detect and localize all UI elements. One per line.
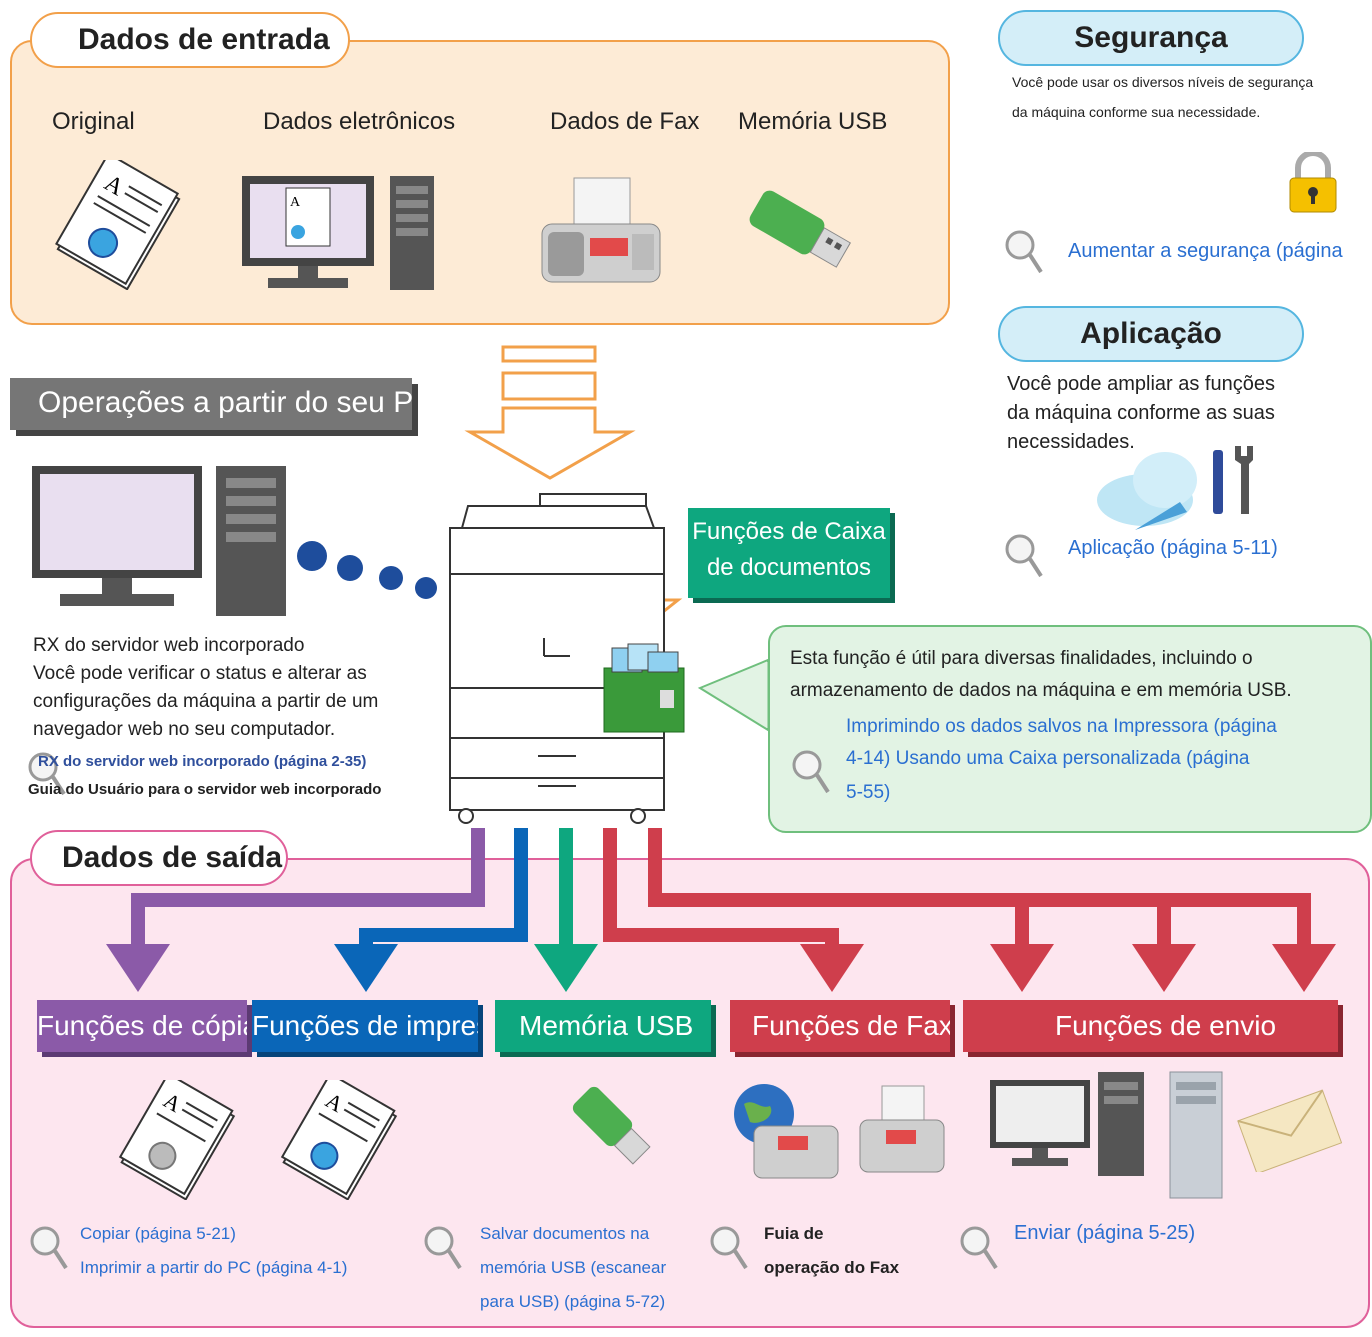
copy-functions-label: Funções de cópia (37, 1000, 247, 1052)
svg-text:A: A (290, 195, 301, 210)
callout-link-2[interactable]: 4-14) Usando uma Caixa personalizada (pá… (846, 748, 1250, 769)
server-icon (1169, 1071, 1223, 1199)
usb-icon (572, 1086, 651, 1165)
callout-text-2: armazenamento de dados na máquina e em m… (790, 680, 1292, 701)
computer-icon (32, 466, 286, 616)
operations-line: navegador web no seu computador. (33, 719, 336, 740)
magnifier-icon (790, 748, 830, 796)
usb-link-2[interactable]: memória USB (escanear (480, 1258, 667, 1277)
document-icon: A (55, 160, 181, 290)
document-box-label-line: de documentos (706, 554, 872, 581)
document-box-label-line: Funções de Caixa (692, 518, 886, 545)
security-text-1: Você pode usar os diversos níveis de seg… (1012, 74, 1314, 90)
input-data-title: Dados de entrada (30, 12, 350, 68)
operations-line: configurações da máquina a partir de um (33, 691, 379, 712)
usb-memory-label: Memória USB (495, 1000, 711, 1052)
computer-icon: A (242, 176, 434, 290)
input-label-usb: Memória USB (738, 108, 888, 136)
computer-icon (990, 1072, 1144, 1176)
magnifier-icon (1003, 228, 1043, 276)
send-functions-label: Funções de envio (963, 1000, 1338, 1052)
operations-link[interactable]: RX do servidor web incorporado (página 2… (38, 753, 367, 770)
print-link[interactable]: Imprimir a partir do PC (página 4-1) (80, 1258, 348, 1277)
mfp-printer-illustration (449, 493, 665, 824)
operations-title: Operações a partir do seu PC (10, 378, 412, 430)
internet-fax-icon (734, 1084, 839, 1179)
operations-line: RX do servidor web incorporado (33, 635, 305, 656)
document-box-icon (603, 643, 685, 733)
security-text-2: da máquina conforme sua necessidade. (1012, 104, 1261, 120)
application-title: Aplicação (998, 306, 1304, 362)
callout-link-3[interactable]: 5-55) (846, 782, 891, 803)
operations-line: Você pode verificar o status e alterar a… (33, 663, 367, 684)
operations-guide: Guia do Usuário para o servidor web inco… (28, 781, 382, 798)
magnifier-icon (422, 1224, 462, 1272)
input-data-panel (10, 40, 950, 325)
fax-guide-line-2: operação do Fax (764, 1258, 900, 1277)
magnifier-icon (958, 1224, 998, 1272)
magnifier-icon (26, 750, 66, 798)
input-label-electronic: Dados eletrônicos (263, 108, 456, 135)
security-link[interactable]: Aumentar a segurança (página (1068, 240, 1343, 262)
network-dots (297, 541, 437, 599)
application-text-2: da máquina conforme as suas (1007, 402, 1275, 424)
magnifier-icon (708, 1224, 748, 1272)
fax-functions-label: Funções de Fax (730, 1000, 950, 1052)
cloud-tools-icon (1097, 446, 1253, 530)
document-box-callout (768, 625, 1372, 833)
envelope-icon (1237, 1089, 1342, 1172)
magnifier-icon (1003, 532, 1043, 580)
fax-icon (541, 177, 661, 283)
output-data-title: Dados de saída (30, 830, 288, 886)
application-text-3: necessidades. (1007, 431, 1135, 453)
callout-text-1: Esta função é útil para diversas finalid… (790, 648, 1253, 669)
application-text-1: Você pode ampliar as funções (1007, 373, 1275, 395)
input-label-original: Original (52, 108, 135, 135)
print-functions-label: Funções de impressora (252, 1000, 478, 1052)
copy-link[interactable]: Copiar (página 5-21) (80, 1224, 236, 1243)
callout-link-1[interactable]: Imprimindo os dados salvos na Impressora… (846, 716, 1277, 737)
magnifier-icon (28, 1224, 68, 1272)
operations-description: RX do servidor web incorporado Você pode… (33, 632, 378, 744)
usb-link-3[interactable]: para USB) (página 5-72) (480, 1292, 666, 1311)
usb-link-1[interactable]: Salvar documentos na (480, 1224, 650, 1243)
lock-icon (1289, 152, 1337, 213)
input-arrow (464, 345, 636, 480)
usb-icon (749, 190, 851, 268)
copy-document-icon: A (118, 1080, 236, 1200)
input-label-fax: Dados de Fax (550, 108, 700, 135)
send-link[interactable]: Enviar (página 5-25) (1014, 1222, 1196, 1244)
fax-guide-line-1: Fuia de (764, 1224, 824, 1243)
application-link[interactable]: Aplicação (página 5-11) (1068, 537, 1278, 559)
document-box-label: Funções de Caixa de documentos (688, 508, 890, 598)
fax-icon (859, 1085, 945, 1173)
print-document-icon: A (280, 1080, 398, 1200)
security-title: Segurança (998, 10, 1304, 66)
